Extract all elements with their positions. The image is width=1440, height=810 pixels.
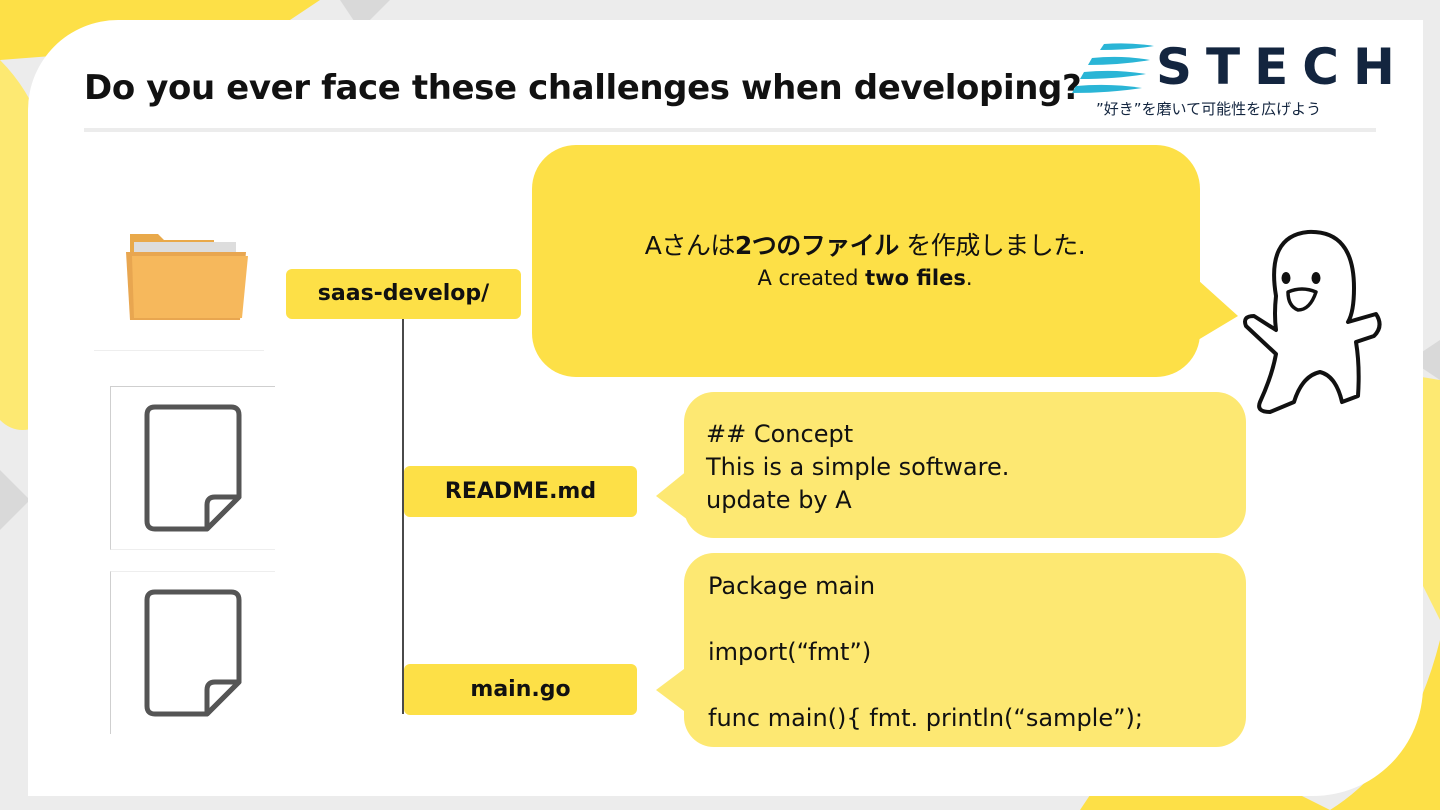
folder-image (94, 222, 264, 351)
page-title: Do you ever face these challenges when d… (84, 68, 1082, 108)
code-line (708, 669, 1143, 702)
folder-icon (126, 234, 248, 320)
readme-line: ## Concept (706, 420, 854, 448)
tree-connector-line (402, 318, 404, 714)
title-divider (84, 128, 1376, 132)
speech-en-prefix: A created (757, 266, 866, 290)
speech-english: A created two files. (540, 264, 1190, 292)
code-line: import(“fmt”) (708, 638, 872, 666)
file-icon (144, 404, 242, 532)
speech-en-bold: two files (865, 266, 966, 290)
readme-label: README.md (404, 466, 637, 517)
speech-jp-prefix: Aさんは (644, 231, 736, 260)
code-line: func main(){ fmt. println(“sample”); (708, 704, 1143, 732)
folder-label: saas-develop/ (286, 269, 521, 319)
stech-logo-mark-icon (1072, 43, 1154, 93)
speech-text: Aさんは2つのファイル を作成しました. A created two files… (540, 228, 1190, 292)
speech-jp-suffix: を作成しました. (898, 231, 1086, 260)
readme-line: This is a simple software. (706, 453, 1010, 481)
code-line (708, 603, 1143, 636)
main-go-content: Package main import(“fmt”) func main(){ … (708, 570, 1143, 735)
readme-line: update by A (706, 486, 852, 514)
speech-en-suffix: . (965, 266, 973, 290)
readme-file-image (110, 386, 275, 550)
main-go-label: main.go (404, 664, 637, 715)
smiling-character-icon (1243, 229, 1382, 414)
main-go-file-image (110, 571, 275, 734)
speech-japanese: Aさんは2つのファイル を作成しました. (540, 228, 1190, 264)
readme-content: ## Concept This is a simple software. up… (706, 418, 1009, 517)
file-icon (144, 589, 242, 717)
logo-tagline: ”好き”を磨いて可能性を広げよう (1096, 100, 1322, 118)
code-line: Package main (708, 572, 876, 600)
stech-logo: STECH ”好き”を磨いて可能性を広げよう (1070, 38, 1395, 128)
logo-wordmark: STECH (1156, 38, 1409, 96)
speech-jp-bold: 2つのファイル (734, 231, 899, 260)
